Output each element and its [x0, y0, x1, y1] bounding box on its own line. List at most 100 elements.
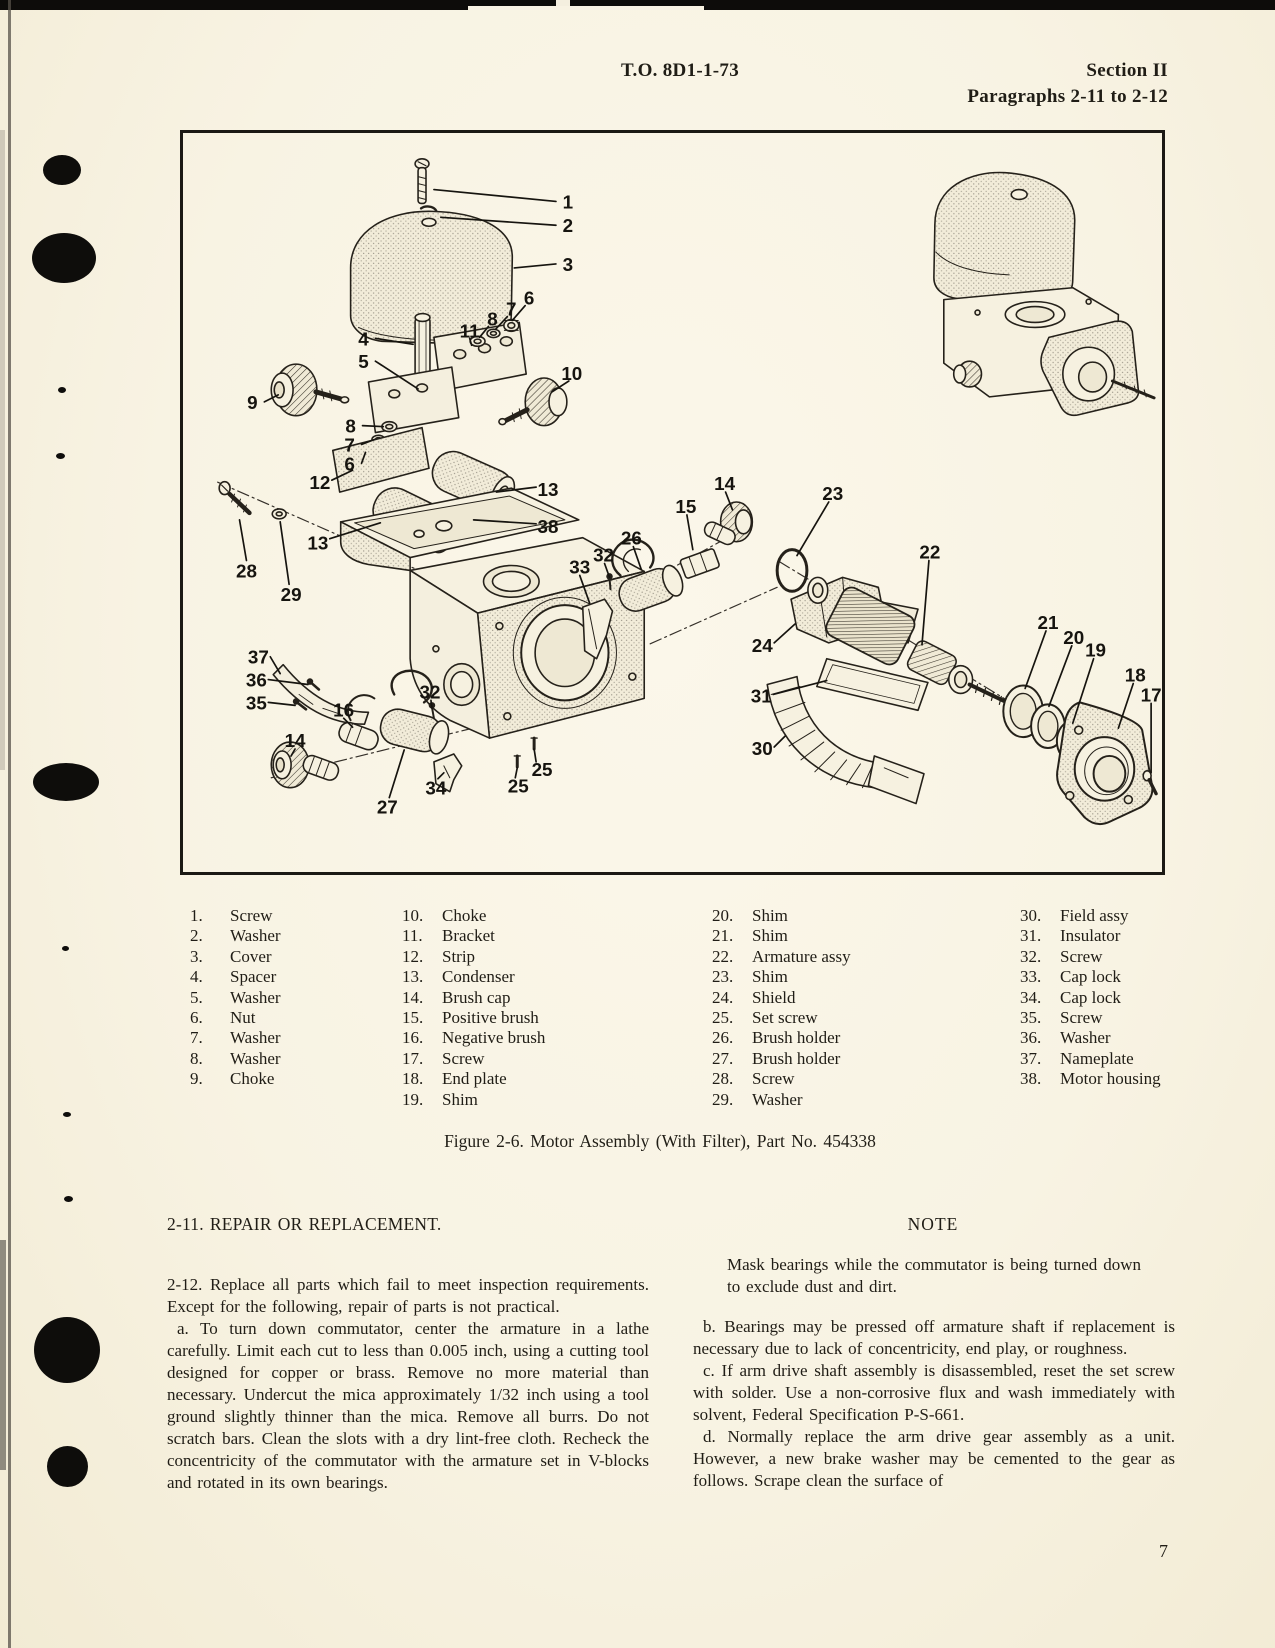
binding-dot — [33, 763, 99, 801]
callout-number: 14 — [714, 473, 735, 494]
callout-number: 19 — [1085, 640, 1106, 661]
bracket-part — [433, 321, 527, 392]
parts-list-item: 17.Screw — [402, 1048, 485, 1068]
parts-list-item: 33.Cap lock — [1020, 967, 1121, 987]
callout-number: 6 — [344, 453, 354, 474]
para-b: b. Bearings may be pressed off armature … — [693, 1317, 1175, 1358]
callout-number: 5 — [358, 351, 368, 372]
callout-leader-line — [494, 315, 509, 331]
callout-number: 2 — [563, 215, 573, 236]
para-c: c. If arm drive shaft assembly is disass… — [693, 1361, 1175, 1424]
cover-part — [349, 210, 514, 346]
parts-list-item: 38.Motor housing — [1020, 1069, 1161, 1089]
shim-part — [775, 548, 809, 593]
callout-leader-line — [360, 451, 367, 465]
parts-list-item: 23.Shim — [712, 967, 788, 987]
callout-leader-line — [1024, 630, 1047, 690]
callout-number: 23 — [822, 483, 843, 504]
exploded-diagram: 1234567811910876121313382829333226151423… — [217, 157, 1162, 826]
callout-leader-line — [472, 519, 537, 525]
binding-dot — [34, 1317, 100, 1383]
brush-holder-part — [379, 669, 450, 755]
parts-list-item: 9.Choke — [190, 1069, 275, 1089]
page-number: 7 — [1159, 1541, 1168, 1561]
washer-part — [271, 508, 287, 520]
callout-number: 28 — [236, 560, 257, 581]
brush-cap-part — [270, 741, 340, 789]
section-header: Section II Paragraphs 2-11 to 2-12 — [770, 58, 1168, 110]
scan-top-edge-notch — [556, 0, 570, 6]
callout-leader-line — [495, 486, 537, 493]
callout-leader-line — [388, 749, 406, 799]
callout-number: 8 — [345, 416, 355, 437]
callout-number: 31 — [751, 685, 772, 706]
callout-number: 21 — [1037, 612, 1058, 633]
callout-leader-line — [514, 767, 519, 779]
callout-number: 15 — [675, 496, 696, 517]
callout-leader-line — [578, 574, 591, 605]
parts-list-item: 12.Strip — [402, 946, 476, 966]
callout-leader-line — [1071, 657, 1095, 725]
callout-leader-line — [433, 188, 557, 203]
note-body: Mask bearings while the commutator is be… — [727, 1255, 1141, 1296]
parts-list-item: 4.Spacer — [190, 967, 277, 987]
callout-number: 17 — [1141, 684, 1162, 705]
callout-number: 29 — [281, 584, 302, 605]
callout-leader-line — [430, 699, 433, 710]
callout-number: 24 — [752, 635, 773, 656]
callout-leader-line — [267, 678, 309, 686]
choke-part — [498, 377, 568, 427]
callout-number: 10 — [561, 363, 582, 384]
callout-leader-line — [437, 771, 445, 780]
callout-number: 27 — [377, 796, 398, 817]
callout-leader-line — [360, 438, 376, 446]
binding-dot — [32, 233, 96, 283]
callout-number: 3 — [563, 254, 573, 275]
to-number: T.O. 8D1-1-73 — [620, 60, 740, 81]
parts-list-item: 16.Negative brush — [402, 1028, 546, 1048]
callout-leader-line — [513, 263, 557, 269]
callout-leader-line — [551, 380, 570, 393]
left-column-text: 2-12. Replace all parts which fail to me… — [167, 1274, 649, 1494]
set-screw-part — [513, 736, 538, 769]
scan-left-edge-dark — [0, 1240, 6, 1470]
callout-number: 13 — [307, 533, 328, 554]
scan-left-edge-soft — [0, 130, 5, 770]
callout-leader-line — [533, 748, 537, 763]
assembled-motor-thumbnail — [933, 171, 1156, 417]
parts-list-item: 28.Screw — [712, 1069, 795, 1089]
callout-leader-line — [632, 545, 643, 571]
screw-part — [414, 157, 430, 205]
callout-number: 38 — [538, 516, 559, 537]
cap-lock-part — [581, 598, 614, 660]
callout-leader-line — [267, 701, 296, 707]
figure-caption: Figure 2-6. Motor Assembly (With Filter)… — [444, 1131, 876, 1151]
callout-number: 13 — [538, 479, 559, 500]
callout-leader-line — [374, 360, 419, 390]
scan-top-edge-gap — [468, 6, 704, 10]
parts-list-item: 10.Choke — [402, 906, 487, 925]
callout-leader-line — [1117, 682, 1135, 730]
callout-number: 4 — [358, 328, 369, 349]
bracket-part — [367, 366, 460, 434]
callout-number: 30 — [752, 738, 773, 759]
washer-nut-group — [469, 318, 520, 348]
para-2-12: 2-12. Replace all parts which fail to me… — [167, 1275, 649, 1316]
choke-part — [270, 363, 350, 417]
right-column-text: b. Bearings may be pressed off armature … — [693, 1316, 1175, 1492]
callout-number: 34 — [425, 778, 446, 799]
screw-part — [292, 678, 321, 711]
parts-list-item: 5.Washer — [190, 987, 281, 1007]
parts-list-item: 36.Washer — [1020, 1028, 1111, 1048]
callout-number: 6 — [524, 288, 534, 309]
parts-list-item: 1.Screw — [190, 906, 273, 925]
binding-speck — [64, 1196, 73, 1202]
parts-list-item: 13.Condenser — [402, 967, 515, 987]
parts-list-item: 18.End plate — [402, 1069, 507, 1089]
callout-number: 8 — [487, 308, 497, 329]
callout-leader-line — [772, 679, 828, 696]
callout-leader-line — [269, 655, 282, 675]
parts-list-item: 21.Shim — [712, 926, 788, 946]
